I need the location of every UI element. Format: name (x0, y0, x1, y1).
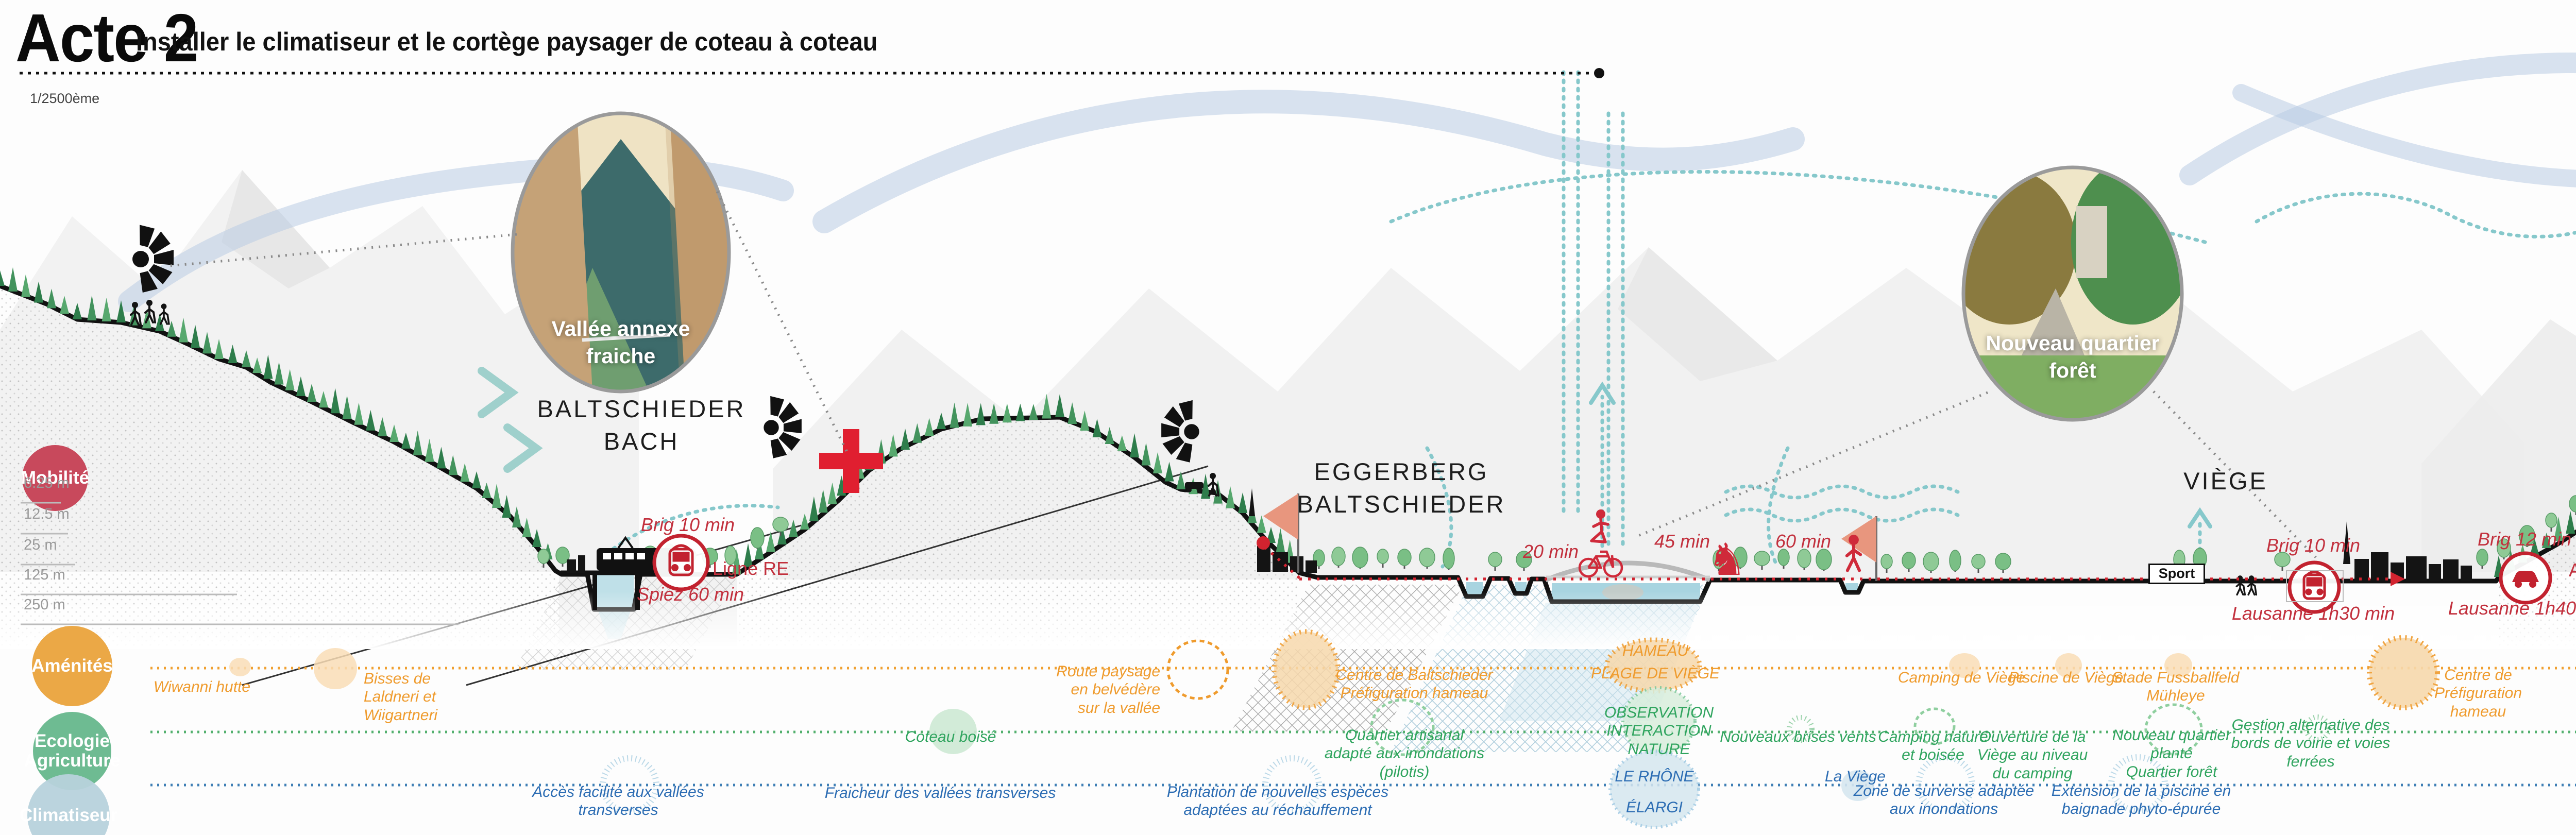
legend-circles (22, 445, 112, 835)
annotation-amenites-1: Bisses de Laldneri et Wiigartneri (364, 670, 438, 724)
annotation-lines (150, 667, 2576, 787)
mobility-label-8: Brig 12 min (2477, 529, 2572, 550)
depth-label: 6.25 m (24, 475, 70, 491)
mobility-label-9: Lausanne 1h40min (2448, 598, 2576, 619)
annotation-climatiseur-6: Zone de surverse adaptée aux inondations (1853, 782, 2035, 818)
annotation-amenites-7: Piscine de Viège (2008, 669, 2124, 686)
annotation-climatiseur-2: Plantation de nouvelles espèces adaptées… (1166, 783, 1389, 819)
annotation-amenites-3: Centre de Baltschieder Préfiguration ham… (1335, 667, 1493, 702)
annotation-amenites-9: Centre de Préfiguration hameau (2434, 667, 2522, 720)
rhone-arch-bridge (1545, 560, 1711, 583)
train-icon-viege (2286, 560, 2344, 614)
photo-caption: Nouveau quartier forêt (1986, 331, 2160, 383)
place-name: EGGERBERG BALTSCHIEDER (1297, 458, 1506, 518)
annotation-amenites-5: PLAGE DE VIÈGE (1590, 665, 1720, 682)
annotation-climatiseur-1: Fraicheur des vallées transverses (824, 785, 1056, 802)
legend-mobilité: Mobilité (21, 468, 90, 488)
annotation-amenites-0: Wiwanni hutte (153, 678, 251, 695)
mobility-label-3: 20 min (1522, 541, 1579, 562)
horse-rider-icon: ♞ (1707, 534, 1747, 586)
depth-label: 250 m (24, 597, 65, 613)
annotation-ecologie-1: Quartier artisanal adapté aux inondation… (1324, 727, 1485, 780)
annotation-amenites-6: Camping de Viège (1897, 669, 2025, 686)
valley-breeze-chevrons (478, 367, 543, 473)
photo-leaders (170, 191, 2317, 558)
airflow-arrows (118, 52, 2576, 312)
annotation-highlights (229, 629, 2440, 829)
hameau-flags (1263, 493, 1877, 581)
annotation-climatiseur-5: La Viège (1825, 768, 1886, 785)
mobility-label-2: Spiez 60 min (636, 584, 744, 605)
viege-town (2343, 521, 2472, 581)
photo-caption: Vallée annexe fraiche (551, 317, 690, 368)
mobility-label-7: Lausanne 1h30 min (2231, 603, 2395, 624)
annotation-climatiseur-7: Extension de la piscine en baignade phyt… (2051, 782, 2231, 818)
annotation-climatiseur-0: Accès facilité aux vallées transverses (532, 783, 704, 819)
place-name: VIÈGE (2183, 467, 2268, 495)
sport-label: Sport (2148, 564, 2205, 584)
bicycle-icon (1578, 550, 1623, 578)
mobility-label-10: A9 (2569, 559, 2576, 581)
coteau-car-stop (1185, 472, 1219, 497)
annotation-ecologie-2: OBSERVATION INTERACTION NATURE (1604, 704, 1714, 758)
annotation-amenites-8: Stade Fussballfeld Mühleye (2112, 669, 2240, 705)
title-rule (20, 68, 1604, 78)
annotation-ecologie-3: Nouveaux brises vents (1720, 728, 1876, 745)
photo-quartier-foret (1961, 165, 2184, 422)
annotation-ecologie-7: Gestion alternative des bords de voirie … (2231, 717, 2391, 770)
red-route (1257, 536, 2405, 586)
legend-ecologie-agriculture: Ecologie Agriculture (24, 731, 121, 771)
mobility-label-6: Brig 10 min (2266, 535, 2361, 556)
annotation-ecologie-6: Nouveau quartier planté Quartier forêt (2112, 727, 2231, 780)
page-subtitle: Installer le climatiseur et le cortège p… (136, 27, 878, 56)
annotation-climatiseur-4: ÉLARGI (1625, 799, 1683, 816)
annotation-climatiseur-3: LE RHÔNE (1615, 768, 1694, 785)
annotation-amenites-2: Route paysage en belvédère sur la vallée (1056, 663, 1160, 717)
legend-aménités: Aménités (31, 656, 113, 676)
place-name: BALTSCHIEDER BACH (537, 395, 746, 455)
eggerberg-village (1249, 488, 1317, 573)
mobility-label-1: Ligne RE (713, 558, 789, 579)
annotation-ecologie-4: Camping nature et boisée (1878, 728, 1988, 764)
annotation-ecologie-0: Coteau boisé (905, 728, 996, 745)
depth-label: 12.5 m (24, 506, 70, 522)
depth-label: 125 m (24, 567, 65, 583)
annotation-ecologie-5: Ouverture de la Viège au niveau du campi… (1977, 728, 2088, 782)
swiss-cross-marker (819, 429, 883, 493)
depth-label: 25 m (24, 537, 57, 553)
legend-climatiseur: Climatiseur (19, 805, 118, 826)
mobility-label-5: 60 min (1775, 531, 1832, 552)
train-icon-baltschieder (652, 534, 710, 591)
photo-vallee-annexe (511, 111, 731, 394)
page-title: Acte 2 (15, 0, 198, 76)
annotation-amenites-4: HAMEAU (1622, 642, 1689, 659)
scale-note: 1/2500ème (30, 91, 100, 106)
car-icon-a9 (2499, 551, 2552, 605)
forest-fringe (0, 267, 2575, 577)
humidity-arrowheads (1589, 381, 2212, 529)
depth-scale-ticks (21, 502, 459, 625)
mobility-label-4: 45 min (1654, 531, 1710, 552)
mobility-label-0: Brig 10 min (640, 514, 735, 535)
